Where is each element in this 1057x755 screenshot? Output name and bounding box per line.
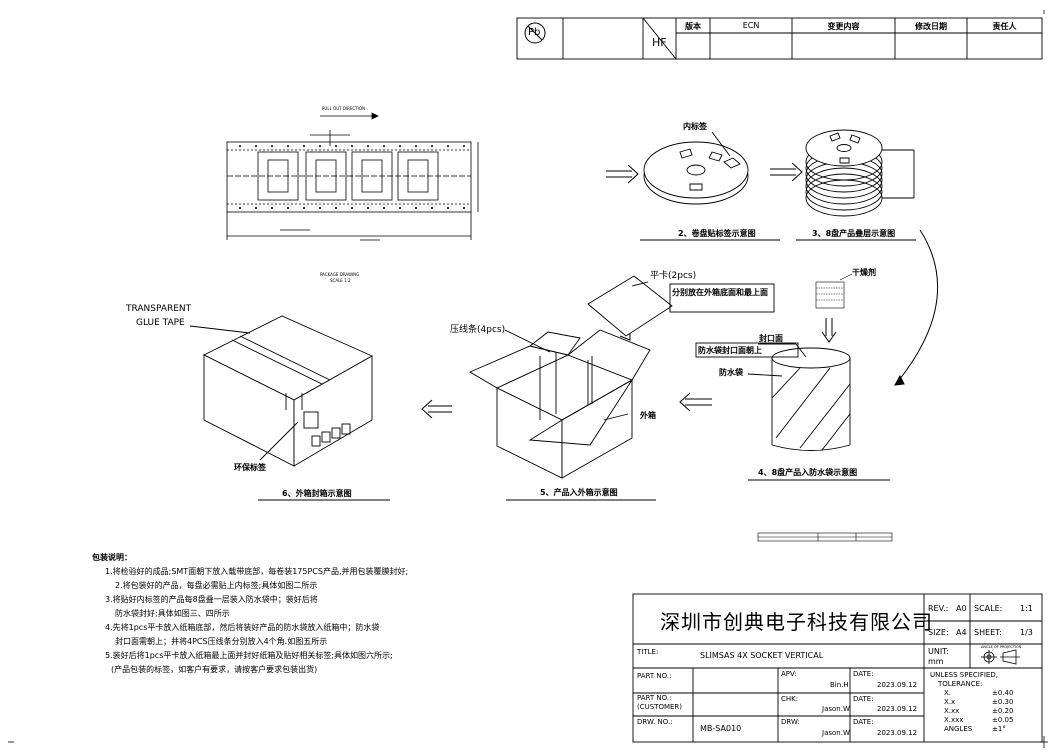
note-line-1: 1.将检验好的成品;SMT面朝下放入载带底部，每卷装175PCS产品,并用包装覆… [105, 567, 409, 576]
drw-label: DRW: [781, 718, 800, 726]
svg-text:SCALE 1:2: SCALE 1:2 [330, 278, 351, 283]
date-value-apv: 2023.09.12 [877, 681, 918, 689]
apv-value: Bin.H [830, 681, 849, 689]
tol-val-4: ±0.05 [992, 716, 1014, 724]
step2-caption: 2、卷盘贴标签示意图 [678, 229, 756, 238]
rev-header-owner: 责任人 [992, 22, 1017, 31]
carrier-tape-drawing: PULL OUT DIRECTION PACKAGE DRAWING SCALE… [226, 106, 479, 283]
note-line-3: 3.将贴好内标签的产品每8盘叠一层装入防水袋中；装好后将 [105, 595, 318, 604]
revision-table [516, 17, 1043, 60]
seal-face-label: 封口面 [759, 334, 783, 343]
date-label-apv: DATE: [853, 670, 874, 678]
notes-title: 包装说明： [92, 553, 132, 562]
tol-key-4: X.xxx [944, 716, 964, 724]
open-box-drawing [469, 275, 775, 479]
svg-text:PULL OUT DIRECTION: PULL OUT DIRECTION [322, 106, 365, 111]
scale-label: SCALE: [974, 604, 1003, 613]
title-label: TITLE: [637, 648, 659, 656]
date-label-drw: DATE: [853, 718, 874, 726]
tol-val-1: ±0.40 [992, 689, 1014, 697]
step5-caption: 5、产品入外箱示意图 [540, 488, 618, 497]
size-label: SIZE: [928, 628, 949, 637]
tape-label-line1: TRANSPARENT [126, 304, 192, 314]
tol-key-5: ANGLES [944, 725, 973, 733]
desiccant-label: 干燥剂 [852, 268, 876, 277]
stacked-reels-drawing [805, 129, 915, 217]
tape-label-line2: GLUE TAPE [136, 318, 185, 328]
svg-text:PACKAGE DRAWING: PACKAGE DRAWING [320, 272, 359, 277]
rev-header-ecn: ECN [742, 21, 760, 30]
rev-header-change: 变更内容 [827, 22, 860, 31]
flat-card-label: 平卡(2pcs) [650, 271, 697, 281]
tolerance-title: UNLESS SPECIFIED, [930, 671, 998, 679]
date-value-chk: 2023.09.12 [877, 705, 918, 713]
customer-label: (CUSTOMER) [637, 703, 683, 711]
desiccant-pack-icon [815, 273, 853, 309]
projection-label: ANGLE OF PROJECTION [981, 645, 1022, 649]
part-no-customer-label: PART NO.: [637, 694, 672, 702]
chk-label: CHK: [781, 695, 799, 703]
note-line-8: (产品包装的标签，如客户有要求，请按客户要求包装出货) [111, 665, 318, 674]
title-value: SLIMSAS 4X SOCKET VERTICAL [700, 651, 824, 660]
company-name: 深圳市创典电子科技有限公司 [660, 610, 933, 634]
reference-strip [757, 532, 893, 542]
note-line-2: 2.将包装好的产品，每盘必需贴上内标签;具体如图二所示 [115, 581, 318, 590]
drw-no-label: DRW. NO.: [637, 718, 673, 726]
pb-free-icon [524, 22, 546, 44]
date-label-chk: DATE: [853, 695, 874, 703]
rev-label: REV.: [928, 604, 949, 613]
single-reel-drawing [643, 131, 749, 205]
step6-caption: 6、外箱封箱示意图 [282, 489, 352, 498]
sheet-label: SHEET: [974, 628, 1002, 637]
rev-header-version: 版本 [685, 22, 701, 31]
chk-value: Jason.W [822, 705, 850, 713]
sealed-box-drawing [189, 315, 374, 467]
projection-symbol-icon [981, 649, 1020, 665]
note-line-4: 防水袋封好;具体如图三、四所示 [115, 609, 230, 618]
unit-value: mm [928, 657, 944, 666]
pb-mark: Pb [528, 27, 541, 38]
tol-val-3: ±0.20 [992, 707, 1014, 715]
drw-no-value: MB-SA010 [700, 724, 742, 733]
flat-card-note: 分别放在外箱底面和最上面 [672, 288, 768, 297]
note-line-5: 4.先将1pcs平卡放入纸箱底部，然后将装好产品的防水袋放入纸箱中；防水袋 [105, 623, 380, 632]
pressing-strip-label: 压线条(4pcs) [450, 325, 506, 335]
tol-key-1: X. [944, 689, 952, 697]
outer-box-label: 外箱 [640, 411, 656, 420]
tol-key-3: X.xx [944, 707, 960, 715]
tape-perforations [239, 145, 465, 209]
note-line-6: 封口面需朝上；并将4PCS压线条分别放入4个角.如图五所示 [115, 637, 328, 646]
note-line-7: 5.装好后将1pcs平卡放入纸箱最上面并封好纸箱及贴好相关标签;具体如图六所示; [105, 651, 393, 660]
step3-caption: 3、8盘产品叠层示意图 [812, 229, 896, 238]
sheet-value: 1/3 [1020, 628, 1033, 637]
apv-label: APV: [781, 670, 797, 678]
seal-note: 防水袋封口面朝上 [698, 346, 762, 355]
rev-value: A0 [956, 604, 967, 613]
title-block-grid [632, 593, 1043, 743]
date-value-drw: 2023.09.12 [877, 729, 918, 737]
tolerance-sub: TOLERANCE: [938, 680, 983, 688]
waterproof-bag-drawing [695, 342, 851, 451]
hf-mark: HF [652, 36, 667, 49]
eco-label-callout: 环保标签 [234, 463, 266, 472]
inner-label-callout: 内标签 [683, 122, 707, 131]
step4-caption: 4、8盘产品入防水袋示意图 [758, 468, 858, 477]
waterproof-bag-label: 防水袋 [719, 368, 743, 377]
rev-header-date: 修改日期 [915, 22, 947, 31]
tol-key-2: X.x [944, 698, 956, 706]
drw-value: Jason.W [822, 729, 850, 737]
unit-label: UNIT: [928, 647, 949, 656]
scale-value: 1:1 [1020, 604, 1033, 613]
size-value: A4 [956, 628, 967, 637]
tol-val-5: ±1° [992, 725, 1006, 733]
part-no-label: PART NO.: [637, 672, 672, 680]
caption-underlines [258, 239, 916, 501]
tol-val-2: ±0.30 [992, 698, 1014, 706]
